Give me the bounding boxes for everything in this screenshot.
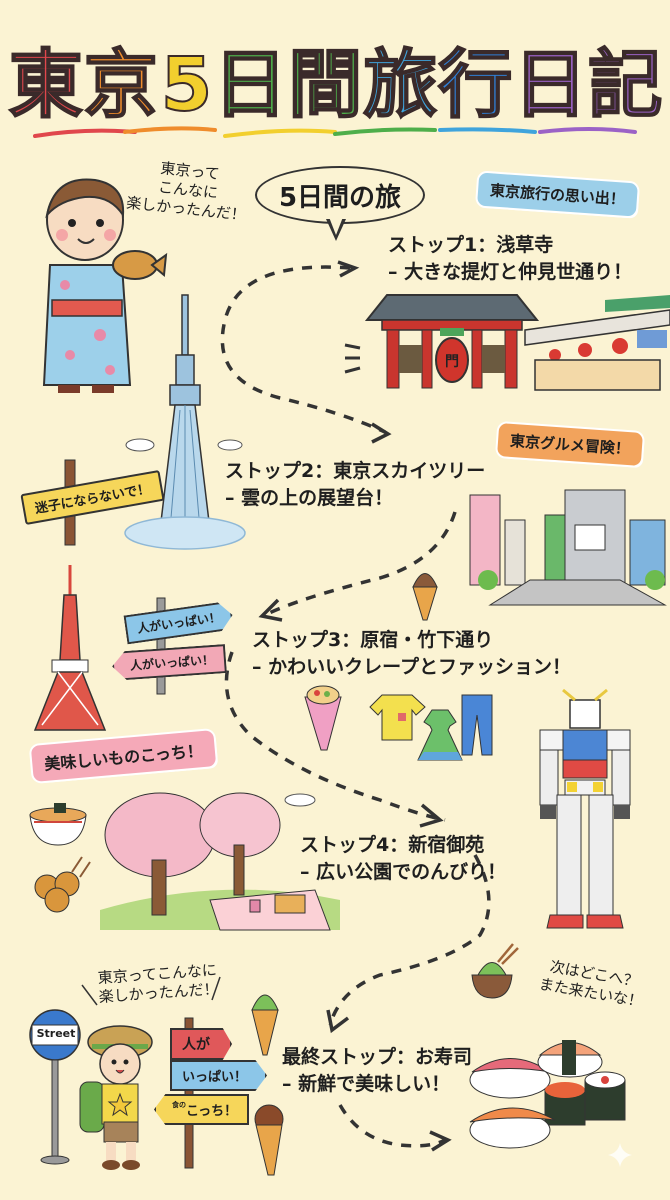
title-char: 間 bbox=[287, 42, 363, 128]
sign-post-people: 人が bbox=[170, 1028, 232, 1060]
chocolate-ice-cream-cone-icon bbox=[254, 1104, 284, 1176]
page-title: 東 京 5 日 間 旅 行 日 記 bbox=[8, 40, 664, 130]
title-char: 5 bbox=[160, 42, 213, 128]
ramen-bowl-icon bbox=[29, 803, 87, 846]
hiker-boy-illustration bbox=[79, 1025, 153, 1170]
speech-bubble: 5日間の旅 bbox=[255, 166, 425, 224]
title-char: 日 bbox=[212, 42, 288, 128]
speech-marks-left bbox=[81, 976, 221, 1006]
stop-4-text: ストップ4：新宿御苑 – 広い公園でのんびり！ bbox=[300, 834, 507, 883]
chocolate-soft-serve-icon bbox=[412, 573, 438, 621]
bubble-tail bbox=[326, 217, 346, 241]
wasabi-bowl-icon bbox=[471, 943, 519, 999]
svg-text:門: 門 bbox=[445, 354, 459, 370]
rainbow-crayon-underline bbox=[33, 126, 637, 138]
sign-post-this-way: 食のこっち！ bbox=[154, 1094, 250, 1125]
takoyaki-icon bbox=[34, 856, 91, 913]
crowded-signpost bbox=[156, 597, 166, 695]
jeans-icon bbox=[461, 694, 493, 756]
nakamise-shops-illustration bbox=[524, 295, 670, 391]
bubble-text: 5日間の旅 bbox=[278, 182, 402, 213]
title-char: 京 bbox=[83, 42, 159, 128]
tokyo-tower-illustration bbox=[33, 565, 107, 731]
stop-3-text: ストップ3：原宿・竹下通り – かわいいクレープとファッション！ bbox=[252, 629, 571, 678]
direction-signpost-pole bbox=[184, 1017, 194, 1169]
title-char: 旅 bbox=[362, 42, 438, 128]
gundam-robot-illustration bbox=[539, 688, 631, 929]
stop-5-text: 最終ストップ：お寿司 – 新鮮で美味しい！ bbox=[282, 1046, 473, 1095]
sushi-platter-illustration bbox=[469, 1040, 626, 1149]
kaminarimon-gate-illustration: 門 bbox=[364, 294, 540, 389]
crepe-icon bbox=[304, 685, 342, 751]
girl-yukata-taiyaki-illustration bbox=[42, 178, 168, 393]
title-char: 行 bbox=[437, 42, 513, 128]
cherry-blossom-park-illustration bbox=[100, 792, 340, 931]
tokyo-skytree-illustration bbox=[124, 294, 246, 550]
title-char: 東 bbox=[8, 42, 84, 128]
sign-small-text: 食の bbox=[172, 1101, 186, 1109]
shibuya-crossing-illustration bbox=[469, 489, 667, 606]
bus-stop-label: Street bbox=[36, 1027, 76, 1040]
dress-icon bbox=[417, 709, 463, 761]
stop-1-text: ストップ1：浅草寺 – 大きな提灯と仲見世通り！ bbox=[388, 234, 633, 283]
title-char: 記 bbox=[587, 42, 663, 128]
t-shirt-icon bbox=[369, 694, 426, 741]
matcha-soft-serve-icon bbox=[251, 994, 279, 1056]
sparkle-icon bbox=[608, 1143, 632, 1167]
stop-2-text: ストップ2：東京スカイツリー – 雲の上の展望台！ bbox=[225, 460, 486, 509]
title-char: 日 bbox=[512, 42, 588, 128]
sign-post-crowded: いっぱい！ bbox=[170, 1060, 268, 1091]
bus-stop-pole bbox=[29, 1009, 81, 1165]
